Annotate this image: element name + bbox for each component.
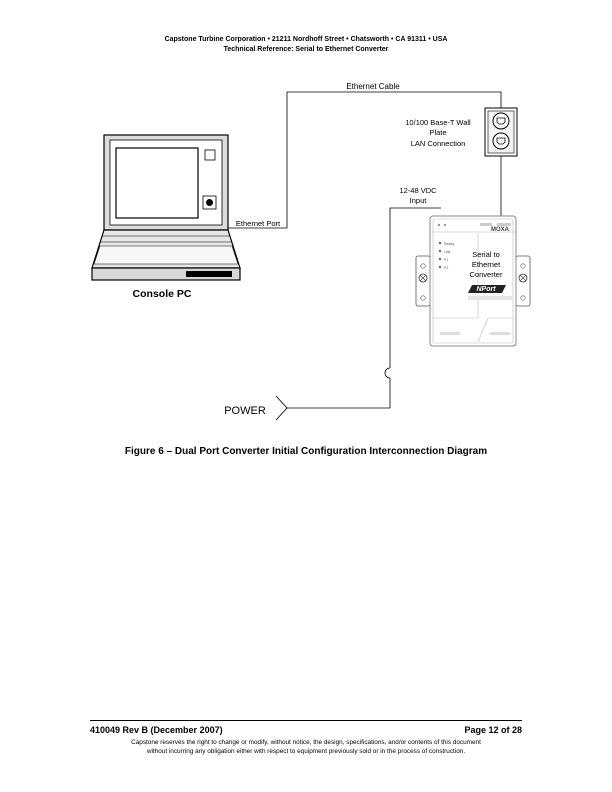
- led-label-p2: P2: [444, 266, 448, 270]
- footer-doc-id: 410049 Rev B (December 2007): [90, 725, 223, 735]
- brand-logo: MOXA: [491, 227, 510, 233]
- ethernet-cable-label: Ethernet Cable: [346, 82, 400, 91]
- led-label-ready: Ready: [444, 242, 454, 246]
- interconnection-diagram: Ethernet Cable 10/100 Base-T Wall Plate …: [91, 82, 531, 421]
- led-label-p1: P1: [444, 258, 448, 262]
- led-label-link: Link: [444, 250, 451, 254]
- footer-divider: [90, 720, 522, 721]
- converter-label-line1: Serial to: [472, 250, 500, 259]
- vdc-label-line2: Input: [410, 196, 428, 205]
- console-pc-label: Console PC: [133, 288, 192, 300]
- converter-label-line3: Converter: [470, 270, 503, 279]
- wall-plate-label-line3: LAN Connection: [411, 139, 466, 148]
- ethernet-port-label: Ethernet Port: [236, 219, 281, 228]
- figure-caption: Figure 6 – Dual Port Converter Initial C…: [124, 446, 488, 457]
- footer-note-line1: Capstone reserves the right to change or…: [131, 739, 481, 746]
- power-line: [389, 207, 441, 368]
- wall-plate-icon: [484, 107, 518, 157]
- wall-plate-label-line2: Plate: [429, 128, 446, 137]
- power-line-lower: [287, 378, 391, 409]
- power-arrow-icon: [275, 395, 288, 421]
- footer-note-line2: without incurring any obligation either …: [146, 748, 466, 755]
- footer-page-number: Page 12 of 28: [464, 725, 522, 735]
- console-pc-icon: [91, 134, 241, 281]
- wall-plate-label-line1: 10/100 Base-T Wall: [405, 118, 471, 127]
- model-logo: NPort: [476, 286, 496, 293]
- wire-crossover-arc: [384, 367, 391, 379]
- header-title-line: Technical Reference: Serial to Ethernet …: [223, 46, 389, 53]
- converter-device-icon: [415, 215, 531, 347]
- power-label: POWER: [224, 405, 266, 417]
- converter-label-line2: Ethernet: [472, 260, 501, 269]
- vdc-label-line1: 12-48 VDC: [399, 186, 437, 195]
- header-company-line: Capstone Turbine Corporation • 21211 Nor…: [164, 36, 448, 43]
- ethernet-cable-line: [228, 91, 502, 229]
